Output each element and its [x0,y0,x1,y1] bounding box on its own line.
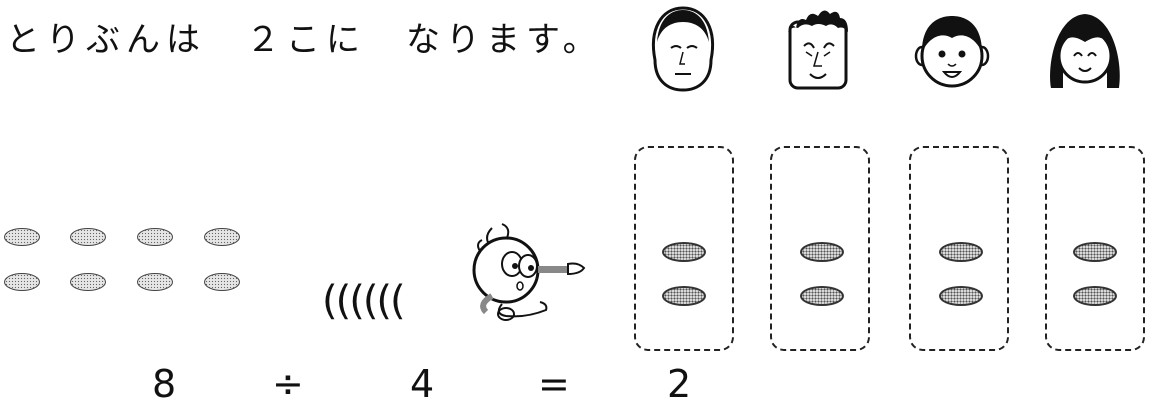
equation-result: 2 [667,362,692,406]
share-piece [1073,286,1117,306]
share-box-2 [770,146,870,351]
instruction-text: とりぶんは ２こに なります。 [6,20,603,60]
equation-divisor: 4 [410,362,435,406]
pile-piece [4,273,40,291]
share-piece [939,286,983,306]
face-girl-icon [1050,14,1120,88]
face-boy-icon [914,16,990,88]
pile-piece [137,273,173,291]
motion-lines: (((((( [322,278,406,324]
pile-piece [137,228,173,246]
share-box-1 [634,146,734,351]
pile-piece [204,273,240,291]
pile-piece [70,228,106,246]
share-piece [939,242,983,262]
pile-piece [70,273,106,291]
pile-piece [204,228,240,246]
pile-piece [4,228,40,246]
equation-equals: = [538,362,570,406]
share-box-4 [1045,146,1145,351]
share-piece [662,286,706,306]
share-piece [1073,242,1117,262]
share-piece [662,242,706,262]
face-man-icon [652,6,714,92]
share-piece [800,242,844,262]
share-piece [800,286,844,306]
face-curly-man-icon [788,10,848,90]
equation-dividend: 8 [152,362,177,406]
equation-operator: ÷ [272,362,304,406]
share-box-3 [909,146,1009,351]
pointing-character-icon [472,223,586,321]
